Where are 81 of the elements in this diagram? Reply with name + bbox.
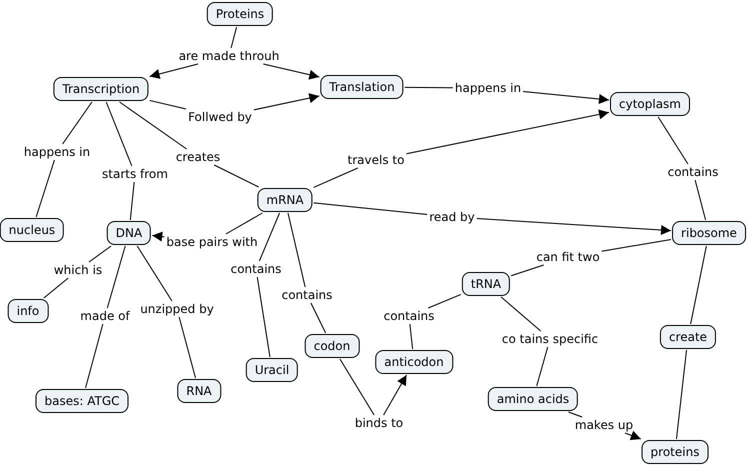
- concept-box: bases: ATGC: [36, 389, 128, 413]
- arrow: [476, 218, 672, 235]
- connector-line: [230, 26, 238, 48]
- connector-line: [313, 168, 358, 188]
- connector-line: [106, 246, 126, 308]
- connector-line: [130, 182, 135, 220]
- linking-phrase: happens in: [22, 145, 92, 159]
- linking-phrase: starts from: [101, 167, 169, 181]
- connector-line: [339, 358, 375, 416]
- connector-line: [225, 212, 263, 234]
- linking-phrase: base pairs with: [165, 235, 259, 249]
- connector-line: [256, 276, 270, 358]
- connector-line: [409, 324, 414, 350]
- arrow: [149, 64, 198, 79]
- connector-line: [149, 100, 187, 110]
- connector-line: [85, 324, 104, 388]
- concept-box: Uracil: [246, 358, 298, 382]
- arrow: [406, 109, 610, 154]
- connector-line: [510, 264, 544, 276]
- connector-line: [106, 102, 132, 166]
- connector-line: [119, 102, 188, 150]
- linking-phrase: made of: [79, 309, 131, 323]
- connector-line: [288, 212, 306, 288]
- concept-box: DNA: [106, 221, 152, 245]
- linking-phrase: travels to: [346, 153, 406, 167]
- concept-box: RNA: [177, 379, 221, 403]
- connector-line: [310, 302, 326, 334]
- connector-line: [258, 212, 280, 262]
- arrow: [253, 93, 320, 110]
- connector-line: [690, 246, 707, 324]
- linking-phrase: unzipped by: [139, 302, 215, 316]
- arrow: [522, 90, 610, 104]
- linking-phrase: which is: [52, 263, 104, 277]
- connector-line: [62, 102, 92, 144]
- arrow: [152, 232, 165, 242]
- concept-box: Transcription: [53, 77, 149, 101]
- linking-phrase: are made throuh: [178, 49, 280, 63]
- linking-phrase: read by: [428, 210, 476, 224]
- linking-phrase: contains: [666, 165, 720, 179]
- arrow: [624, 430, 642, 440]
- linking-phrase: contains: [230, 262, 282, 276]
- connector-line: [136, 246, 172, 302]
- connector-line: [676, 350, 688, 440]
- linking-phrase: co tains specific: [500, 332, 600, 346]
- connector-line: [214, 164, 260, 188]
- linking-phrase: Follwed by: [187, 110, 253, 124]
- concept-box: anticodon: [375, 350, 453, 374]
- concept-box: ribosome: [672, 221, 746, 245]
- concept-box: codon: [304, 334, 360, 358]
- concept-box: nucleus: [0, 218, 64, 242]
- concept-box: info: [8, 299, 48, 323]
- connector-line: [601, 238, 672, 252]
- linking-phrase: happens in: [454, 81, 522, 95]
- concept-box: proteins: [642, 440, 708, 464]
- linking-phrase: binds to: [354, 416, 404, 430]
- connector-line: [313, 202, 428, 215]
- linking-phrase: contains: [382, 309, 436, 323]
- linking-phrase: makes up: [574, 418, 634, 432]
- linking-phrase: contains: [280, 288, 334, 302]
- concept-box: cytoplasm: [610, 92, 690, 116]
- concept-box: tRNA: [462, 272, 510, 296]
- connector-line: [36, 160, 55, 218]
- concept-box: Proteins: [206, 2, 274, 26]
- linking-phrase: creates: [174, 150, 222, 164]
- connector-line: [88, 246, 112, 262]
- connector-line: [404, 86, 454, 88]
- connector-line: [178, 316, 196, 378]
- connector-line: [658, 116, 688, 164]
- arrow: [383, 374, 408, 416]
- concept-box: amino acids: [488, 387, 578, 411]
- concept-box: mRNA: [257, 188, 313, 212]
- arrow: [262, 64, 320, 80]
- connector-line: [536, 346, 548, 386]
- concept-box: Translation: [320, 75, 404, 99]
- connector-line: [568, 412, 583, 418]
- linking-phrase: can fit two: [535, 250, 601, 264]
- connector-line: [43, 278, 69, 298]
- connector-line: [428, 294, 462, 308]
- concept-box: create: [660, 325, 716, 349]
- connector-line: [500, 296, 542, 332]
- connector-line: [694, 180, 706, 220]
